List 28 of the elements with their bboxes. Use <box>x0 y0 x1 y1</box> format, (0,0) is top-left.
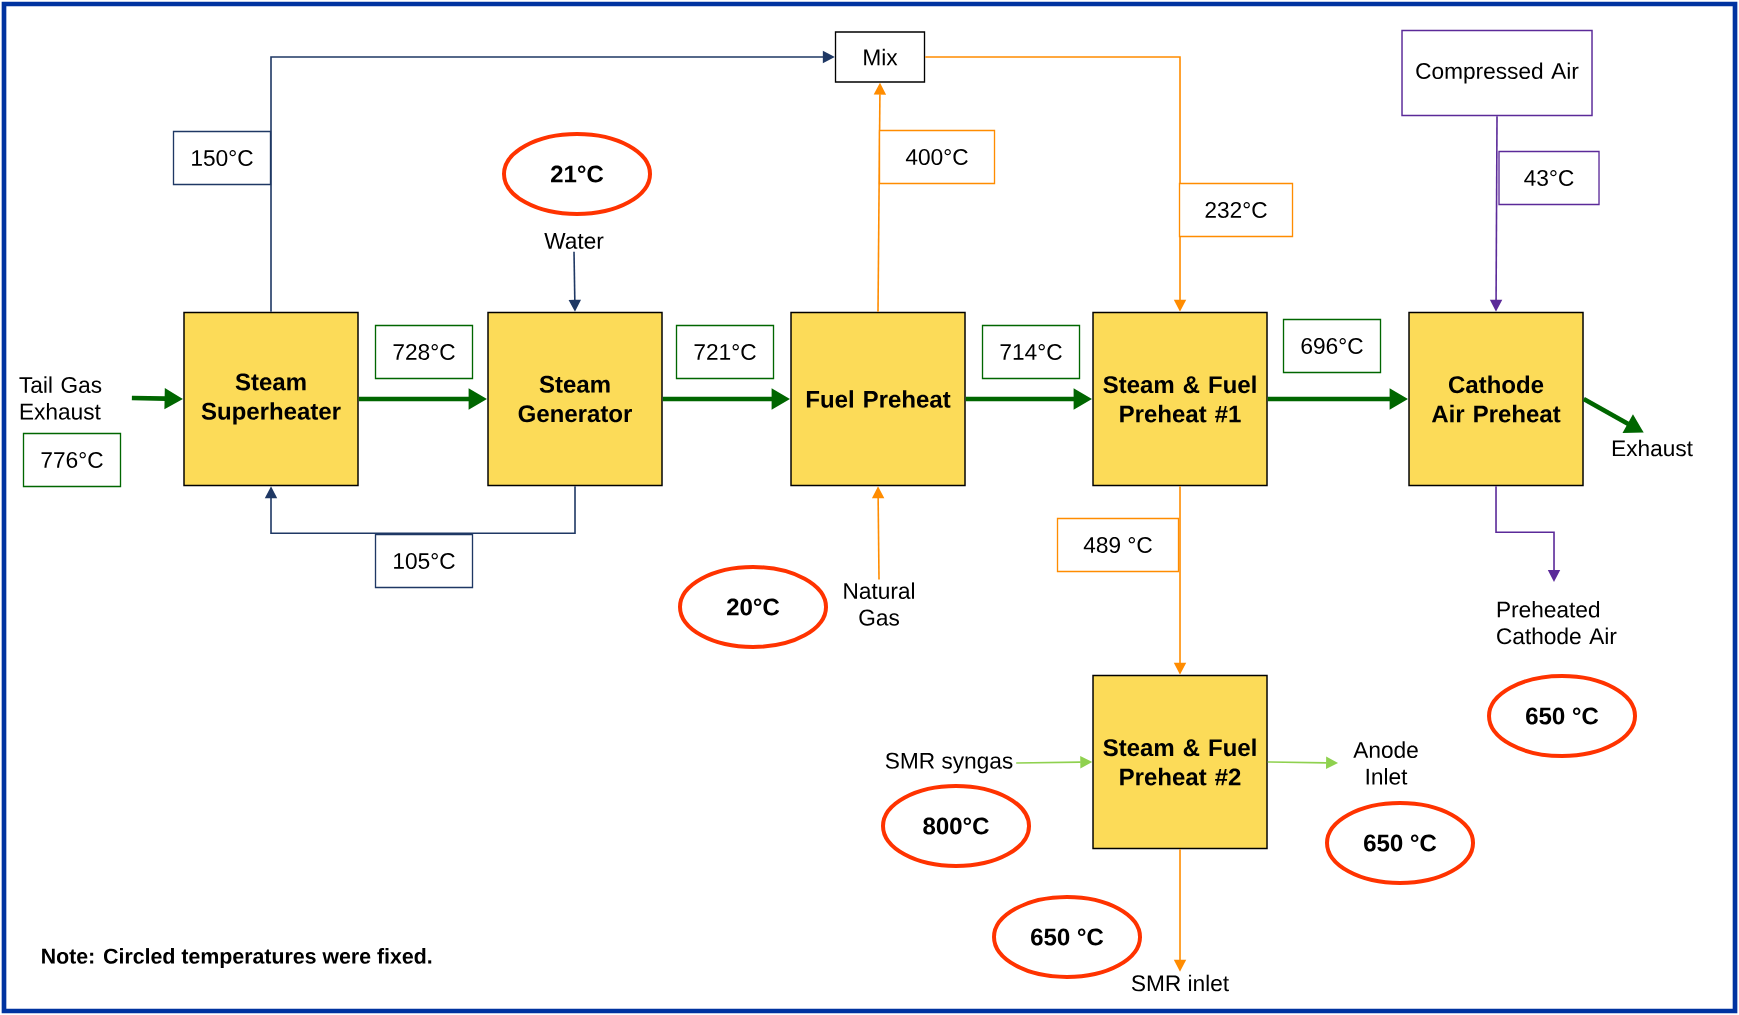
stream-label: Preheated Cathode Air <box>1497 600 1617 645</box>
stream-label: Exhaust <box>1612 439 1693 457</box>
temperature-box: 728°C <box>374 324 474 380</box>
temperature-box: 721°C <box>675 324 775 380</box>
temperature-box: 714°C <box>981 324 1081 380</box>
stream-label: Natural Gas <box>844 582 914 626</box>
temperature-box: 105°C <box>374 533 474 589</box>
temperature-box: 150°C <box>172 130 272 186</box>
temperature-box: 696°C <box>1282 318 1382 374</box>
temperature-box: 489 °C <box>1056 517 1180 573</box>
heat-exchanger-box: Fuel Preheat <box>790 311 966 487</box>
temperature-box: 776°C <box>22 432 122 488</box>
heat-exchanger-box: Steam & Fuel Preheat #2 <box>1092 674 1268 850</box>
stream-label: Water <box>544 233 604 249</box>
arrow <box>264 485 576 535</box>
stream-label: Tail Gas Exhaust <box>19 376 102 420</box>
stream-label: SMR syngas <box>885 752 1013 774</box>
heat-exchanger-box: Steam & Fuel Preheat #1 <box>1092 311 1268 487</box>
temperature-box: 43°C <box>1498 150 1600 206</box>
stream-label: Anode Inlet <box>1353 741 1418 785</box>
mixer-box: Mix <box>834 31 926 83</box>
heat-exchanger-box: Steam Generator <box>487 311 663 487</box>
temperature-box: 400°C <box>878 129 996 185</box>
heat-exchanger-box: Cathode Air Preheat <box>1408 311 1584 487</box>
heat-exchanger-box: Steam Superheater <box>183 311 359 487</box>
source-box: Compressed Air <box>1401 29 1593 117</box>
note-text: Note: Circled temperatures were fixed. <box>42 948 432 968</box>
temperature-box: 232°C <box>1178 182 1294 238</box>
